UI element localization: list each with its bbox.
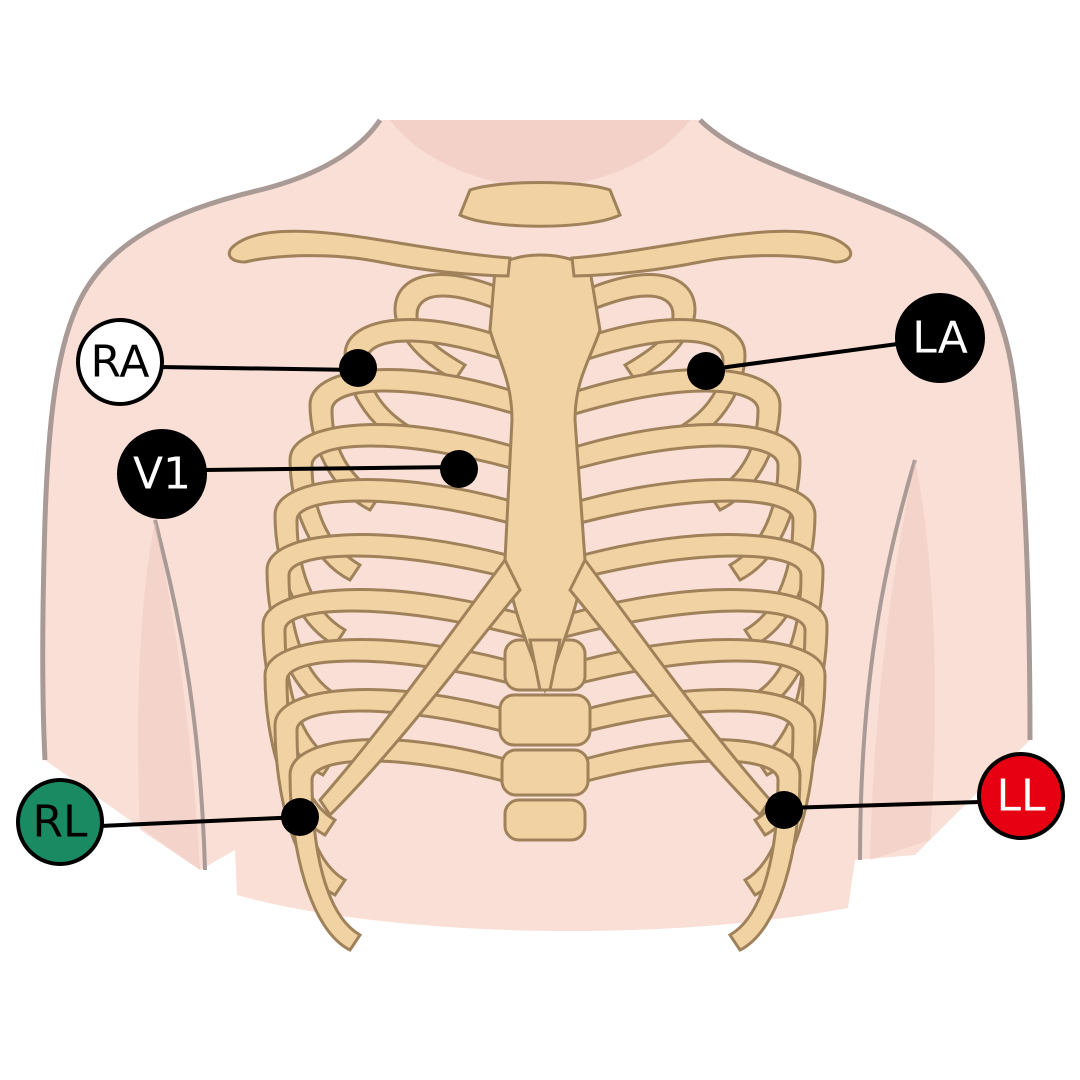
electrode-LA[interactable]: LA (687, 293, 985, 390)
neck-shadow (390, 120, 690, 188)
lead-line-V1 (204, 465, 461, 472)
lead-label-RL: RL (32, 797, 88, 848)
lead-badge-RA[interactable] (76, 318, 164, 406)
lead-line-LA (704, 341, 906, 372)
costal-arch-right (318, 557, 522, 818)
electrode-dot-RA[interactable] (339, 349, 377, 387)
rib (563, 368, 782, 512)
electrode-dot-LA[interactable] (687, 352, 725, 390)
top-vertebra (458, 181, 622, 228)
right-arm-crease (153, 519, 207, 871)
electrode-RA[interactable]: RA (76, 318, 377, 406)
left-arm-shadow (870, 460, 935, 860)
clavicle-left (570, 229, 853, 278)
rib (263, 638, 527, 837)
left-arm-crease (858, 459, 917, 861)
rib (563, 423, 802, 582)
lead-line-RA (159, 365, 359, 372)
electrode-V1[interactable]: V1 (117, 429, 478, 519)
lead-badge-LA[interactable] (895, 293, 985, 383)
right-arm-shadow (138, 520, 200, 870)
electrode-dot-LL[interactable] (765, 791, 803, 829)
lead-label-RA: RA (91, 337, 150, 388)
electrode-LL[interactable]: LL (765, 752, 1065, 840)
torso-outline (40, 118, 383, 761)
lead-badge-LL[interactable] (977, 752, 1065, 840)
torso-outline-right (698, 118, 1033, 741)
electrode-dot-V1[interactable] (440, 450, 478, 488)
lead-label-V1: V1 (133, 449, 191, 500)
rib (563, 638, 827, 837)
clavicle-right (227, 229, 512, 278)
lead-label-LL: LL (996, 771, 1046, 822)
lead-badge-V1[interactable] (117, 429, 207, 519)
electrode-dot-RL[interactable] (281, 798, 319, 836)
lead-line-LL (784, 800, 981, 810)
rib (288, 423, 527, 582)
lead-label-LA: LA (912, 313, 968, 364)
electrode-layer: RA LA V1 RL (16, 293, 1065, 866)
costal-arch-left (568, 557, 772, 818)
rib-cage (227, 181, 853, 952)
lead-line-RL (99, 815, 301, 828)
electrode-RL[interactable]: RL (16, 778, 319, 866)
xiphoid (528, 638, 562, 692)
lead-badge-RL[interactable] (16, 778, 104, 866)
